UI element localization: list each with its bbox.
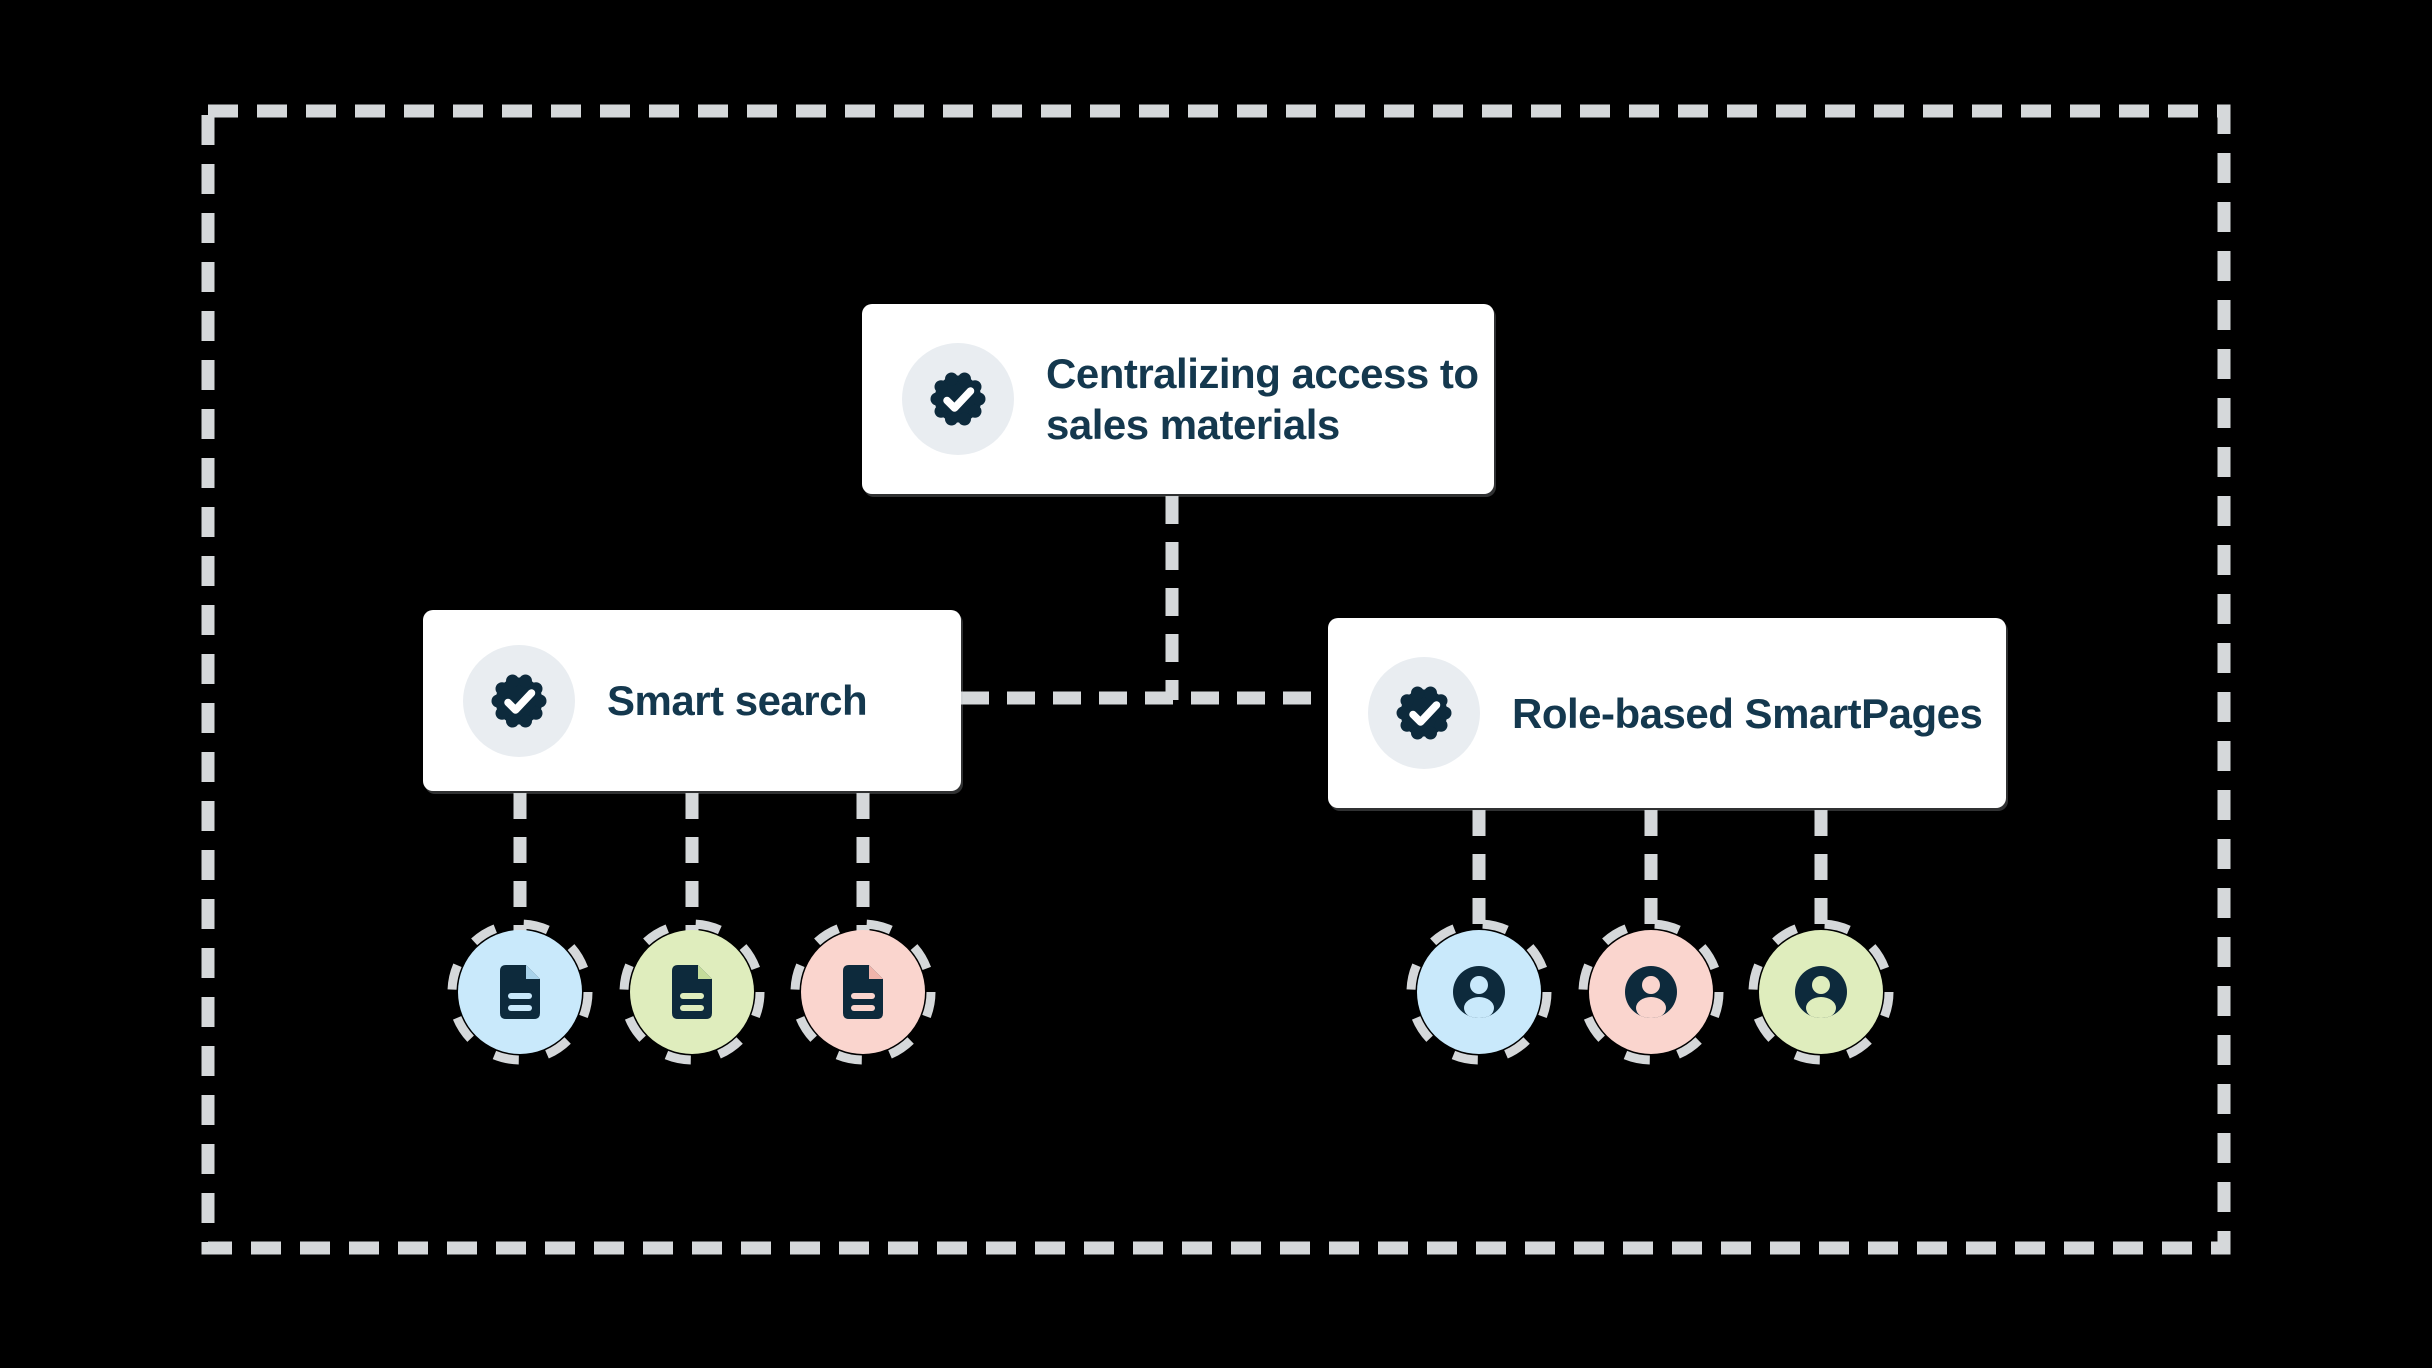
- node-document-1: [445, 917, 595, 1067]
- dashed-ring: [1406, 919, 1552, 1065]
- seal-check-icon: [1368, 657, 1480, 769]
- node-person-2: [1576, 917, 1726, 1067]
- dashed-ring: [619, 919, 765, 1065]
- node-document-3: [788, 917, 938, 1067]
- dashed-ring: [1578, 919, 1724, 1065]
- dashed-border: [201, 104, 2231, 1255]
- document-icon: [790, 919, 936, 1065]
- node-document-2: [617, 917, 767, 1067]
- person-icon: [1406, 919, 1552, 1065]
- node-person-1: [1404, 917, 1554, 1067]
- card-label-smart-search: Smart search: [607, 677, 868, 724]
- dashed-ring: [447, 919, 593, 1065]
- card-smart-search: Smart search: [423, 610, 961, 791]
- card-role-based-smartpages: Role-based SmartPages: [1328, 618, 2006, 808]
- dashed-ring: [1748, 919, 1894, 1065]
- seal-check-icon: [463, 644, 575, 757]
- card-label-centralizing-access: Centralizing access to sales materials: [1046, 350, 1479, 448]
- person-icon: [1578, 919, 1724, 1065]
- seal-check-icon: [902, 343, 1014, 455]
- card-centralizing-access: Centralizing access to sales materials: [862, 304, 1494, 494]
- person-icon: [1748, 919, 1894, 1065]
- dashed-ring: [790, 919, 936, 1065]
- document-icon: [619, 919, 765, 1065]
- node-person-3: [1746, 917, 1896, 1067]
- document-icon: [447, 919, 593, 1065]
- card-label-role-based-smartpages: Role-based SmartPages: [1512, 689, 1983, 737]
